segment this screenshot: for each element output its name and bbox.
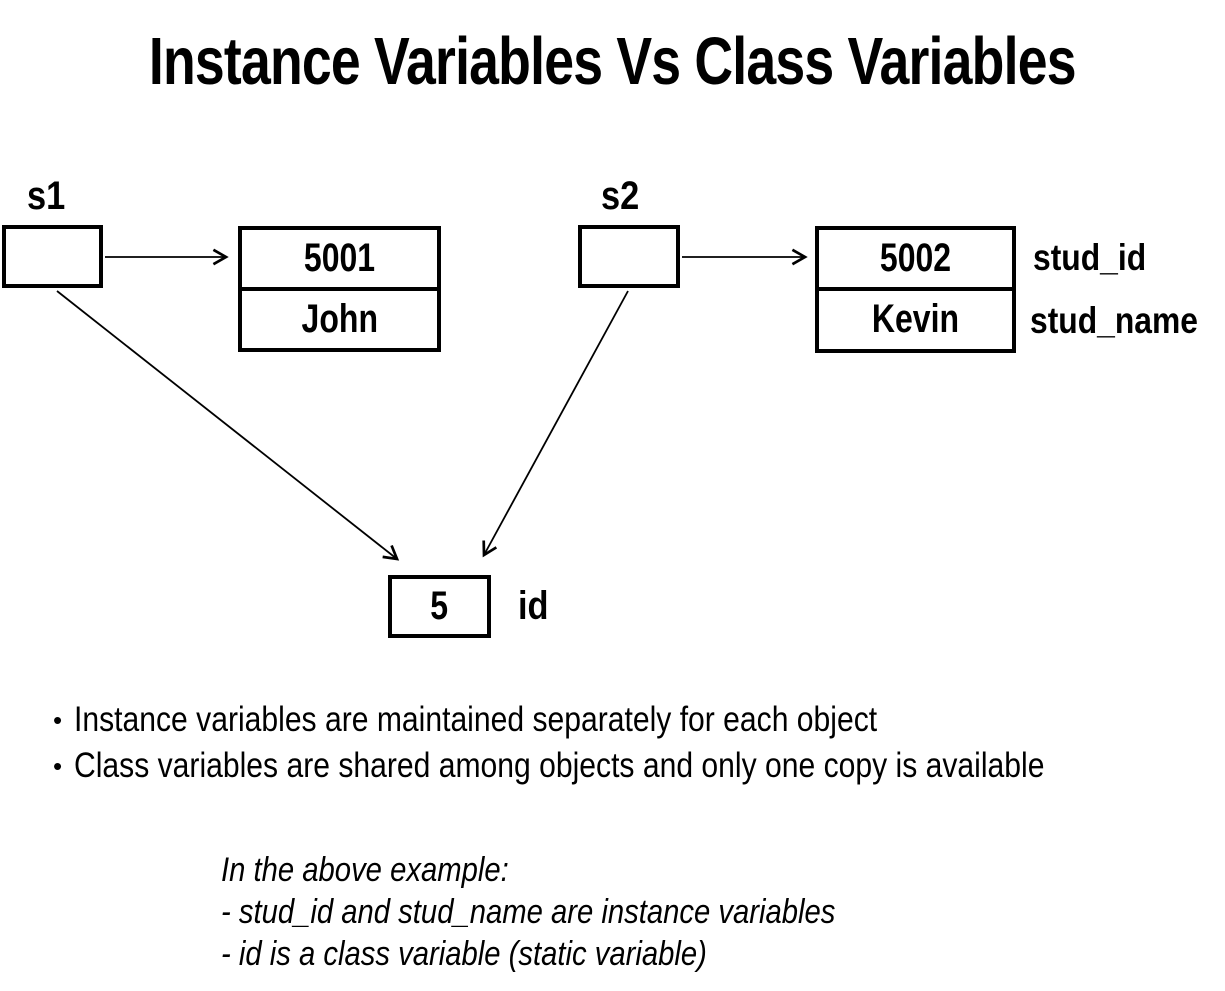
object2-stud-id-cell: 5002 — [819, 230, 1012, 291]
s2-reference-label-text: s2 — [601, 174, 640, 218]
bullet-list: • Instance variables are maintained sepa… — [53, 697, 1203, 789]
bullet-item: • Instance variables are maintained sepa… — [53, 697, 1203, 743]
note-text: - stud_id and stud_name are instance var… — [221, 892, 836, 931]
s2-reference-label: s2 — [601, 176, 646, 216]
note-line: In the above example: — [221, 849, 935, 891]
object2-stud-id-value: 5002 — [879, 236, 952, 280]
note-line: - stud_id and stud_name are instance var… — [221, 891, 935, 933]
arrow-s2-to-class-variable — [482, 290, 629, 558]
notes-block: In the above example: - stud_id and stud… — [221, 849, 935, 975]
object1-stud-id-value: 5001 — [303, 236, 376, 280]
class-variable-box: 5 — [388, 575, 491, 638]
bullet-text: Class variables are shared among objects… — [74, 746, 1045, 785]
note-text: - id is a class variable (static variabl… — [221, 934, 707, 973]
s1-reference-label-text: s1 — [27, 174, 66, 218]
bullet-text: Instance variables are maintained separa… — [74, 700, 878, 739]
object2-box: 5002 Kevin — [815, 226, 1016, 353]
stud-id-field-label: stud_id — [1033, 229, 1165, 287]
s1-reference-label: s1 — [27, 176, 72, 216]
page-title-text: Instance Variables Vs Class Variables — [149, 24, 1077, 99]
note-text: In the above example: — [221, 850, 509, 889]
class-variable-label-text: id — [518, 583, 549, 628]
bullet-marker: • — [53, 751, 63, 781]
s1-reference-box — [2, 225, 103, 288]
object2-stud-name-cell: Kevin — [819, 291, 1012, 348]
object1-box: 5001 John — [238, 226, 441, 352]
object1-stud-id-cell: 5001 — [242, 230, 437, 291]
stud-name-field-label-text: stud_name — [1030, 300, 1198, 341]
stud-name-field-label: stud_name — [1030, 292, 1225, 350]
class-variable-label: id — [518, 577, 554, 635]
s2-reference-box — [578, 225, 680, 288]
object2-stud-name-value: Kevin — [871, 297, 960, 341]
page-title: Instance Variables Vs Class Variables — [0, 28, 1225, 95]
stud-id-field-label-text: stud_id — [1033, 237, 1147, 278]
note-line: - id is a class variable (static variabl… — [221, 933, 935, 975]
bullet-item: • Class variables are shared among objec… — [53, 743, 1203, 789]
class-variable-value: 5 — [430, 584, 449, 628]
object1-stud-name-value: John — [301, 297, 378, 341]
object1-stud-name-cell: John — [242, 291, 437, 348]
bullet-marker: • — [53, 705, 63, 735]
